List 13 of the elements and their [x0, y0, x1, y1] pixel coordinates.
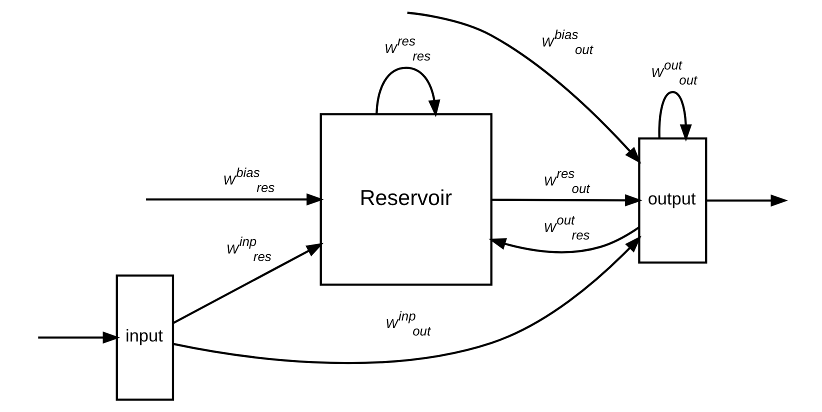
arrow — [375, 66, 440, 118]
arrow — [706, 194, 788, 207]
node-box: output — [638, 137, 707, 264]
node-box: input — [115, 274, 174, 401]
arrow — [491, 194, 642, 206]
arrow — [172, 236, 641, 364]
arrow — [488, 226, 640, 254]
arrow — [172, 242, 324, 324]
arrow — [406, 12, 641, 164]
arrow — [146, 193, 324, 206]
node-box: Reservoir — [319, 113, 492, 286]
arrow — [38, 332, 120, 344]
arrow — [658, 91, 692, 142]
